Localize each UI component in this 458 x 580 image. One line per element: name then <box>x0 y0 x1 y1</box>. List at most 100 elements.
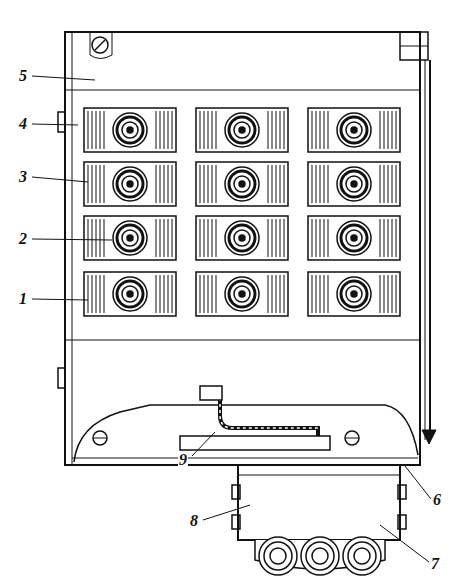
cooling-fin <box>160 219 161 257</box>
base-plate <box>72 458 418 459</box>
element-frame <box>308 162 400 206</box>
cooling-fin <box>316 219 317 257</box>
cooling-fin <box>104 275 105 313</box>
cooling-fin <box>204 111 205 149</box>
cooling-fin <box>164 165 165 203</box>
resistor-grid <box>84 108 400 316</box>
cooling-fin <box>280 219 281 257</box>
cooling-fin <box>92 219 93 257</box>
cooling-fin <box>208 111 209 149</box>
callout-number: 1 <box>18 291 28 307</box>
cable-gland <box>348 542 376 570</box>
cooling-fin <box>388 275 389 313</box>
cooling-fin <box>96 165 97 203</box>
element-terminal <box>346 230 362 246</box>
cooling-fin <box>284 275 285 313</box>
bolt-slot <box>345 438 359 439</box>
element-frame <box>84 216 176 260</box>
element-terminal <box>229 117 255 143</box>
cooling-fin <box>88 219 89 257</box>
cooling-fin <box>324 111 325 149</box>
cooling-fin <box>320 275 321 313</box>
cable-bundle <box>205 395 318 436</box>
element-frame <box>196 272 288 316</box>
cooling-fin <box>392 219 393 257</box>
locking-rod <box>429 60 431 440</box>
cooling-fin <box>216 275 217 313</box>
element-terminal <box>239 235 245 241</box>
cooling-fin <box>388 111 389 149</box>
callout-number: 8 <box>189 513 199 529</box>
element-terminal <box>122 122 138 138</box>
housing-outline <box>65 32 420 465</box>
cover-cutaway <box>74 405 418 462</box>
box-flange <box>238 475 400 476</box>
cooling-fin <box>208 219 209 257</box>
cooling-fin <box>284 111 285 149</box>
element-terminal <box>122 176 138 192</box>
cooling-fin <box>280 165 281 203</box>
cooling-fin <box>156 165 157 203</box>
cooling-fin <box>276 219 277 257</box>
cooling-fin <box>268 219 269 257</box>
element-frame <box>308 216 400 260</box>
element-terminal <box>127 181 133 187</box>
cooling-fin <box>204 275 205 313</box>
cooling-fin <box>216 219 217 257</box>
locking-rod <box>425 60 426 440</box>
cooling-fin <box>380 165 381 203</box>
cooling-fin <box>104 111 105 149</box>
cooling-fin <box>392 165 393 203</box>
cooling-fin <box>312 219 313 257</box>
lug-plate <box>90 32 112 59</box>
cooling-fin <box>324 275 325 313</box>
box-clamp <box>232 515 240 529</box>
cooling-fin <box>312 275 313 313</box>
callout-number: 3 <box>18 169 28 185</box>
cooling-fin <box>156 111 157 149</box>
cooling-fin <box>384 111 385 149</box>
cooling-fin <box>320 111 321 149</box>
cooling-fin <box>100 111 101 149</box>
cooling-fin <box>272 275 273 313</box>
cooling-fin <box>156 275 157 313</box>
cooling-fin <box>204 165 205 203</box>
cooling-fin <box>168 219 169 257</box>
cooling-fin <box>384 275 385 313</box>
cooling-fin <box>320 165 321 203</box>
element-terminal <box>337 277 371 311</box>
element-terminal <box>117 225 143 251</box>
leader-line <box>32 76 95 80</box>
cooling-fin <box>384 165 385 203</box>
cooling-fin <box>212 219 213 257</box>
element-terminal <box>127 127 133 133</box>
cooling-fin <box>88 165 89 203</box>
element-terminal <box>113 277 147 311</box>
cooling-fin <box>272 111 273 149</box>
hinge-line <box>400 46 428 47</box>
cooling-fin <box>388 219 389 257</box>
element-terminal <box>122 286 138 302</box>
element-terminal <box>225 221 259 255</box>
cable-gland <box>200 386 222 400</box>
element-terminal <box>337 113 371 147</box>
cooling-fin <box>392 111 393 149</box>
element-terminal <box>337 221 371 255</box>
box-clamp <box>232 485 240 499</box>
element-terminal <box>239 291 245 297</box>
element-terminal <box>113 167 147 201</box>
cooling-fin <box>316 275 317 313</box>
cooling-fin <box>384 219 385 257</box>
cooling-fin <box>380 219 381 257</box>
cooling-fin <box>280 275 281 313</box>
cooling-fin <box>100 275 101 313</box>
cable-glands <box>259 537 381 575</box>
element-terminal <box>341 171 367 197</box>
terminal-box-body <box>238 465 400 540</box>
cooling-fin <box>160 275 161 313</box>
resistor-element <box>308 216 400 260</box>
element-frame <box>84 162 176 206</box>
resistor-element <box>196 272 288 316</box>
cooling-fin <box>172 165 173 203</box>
